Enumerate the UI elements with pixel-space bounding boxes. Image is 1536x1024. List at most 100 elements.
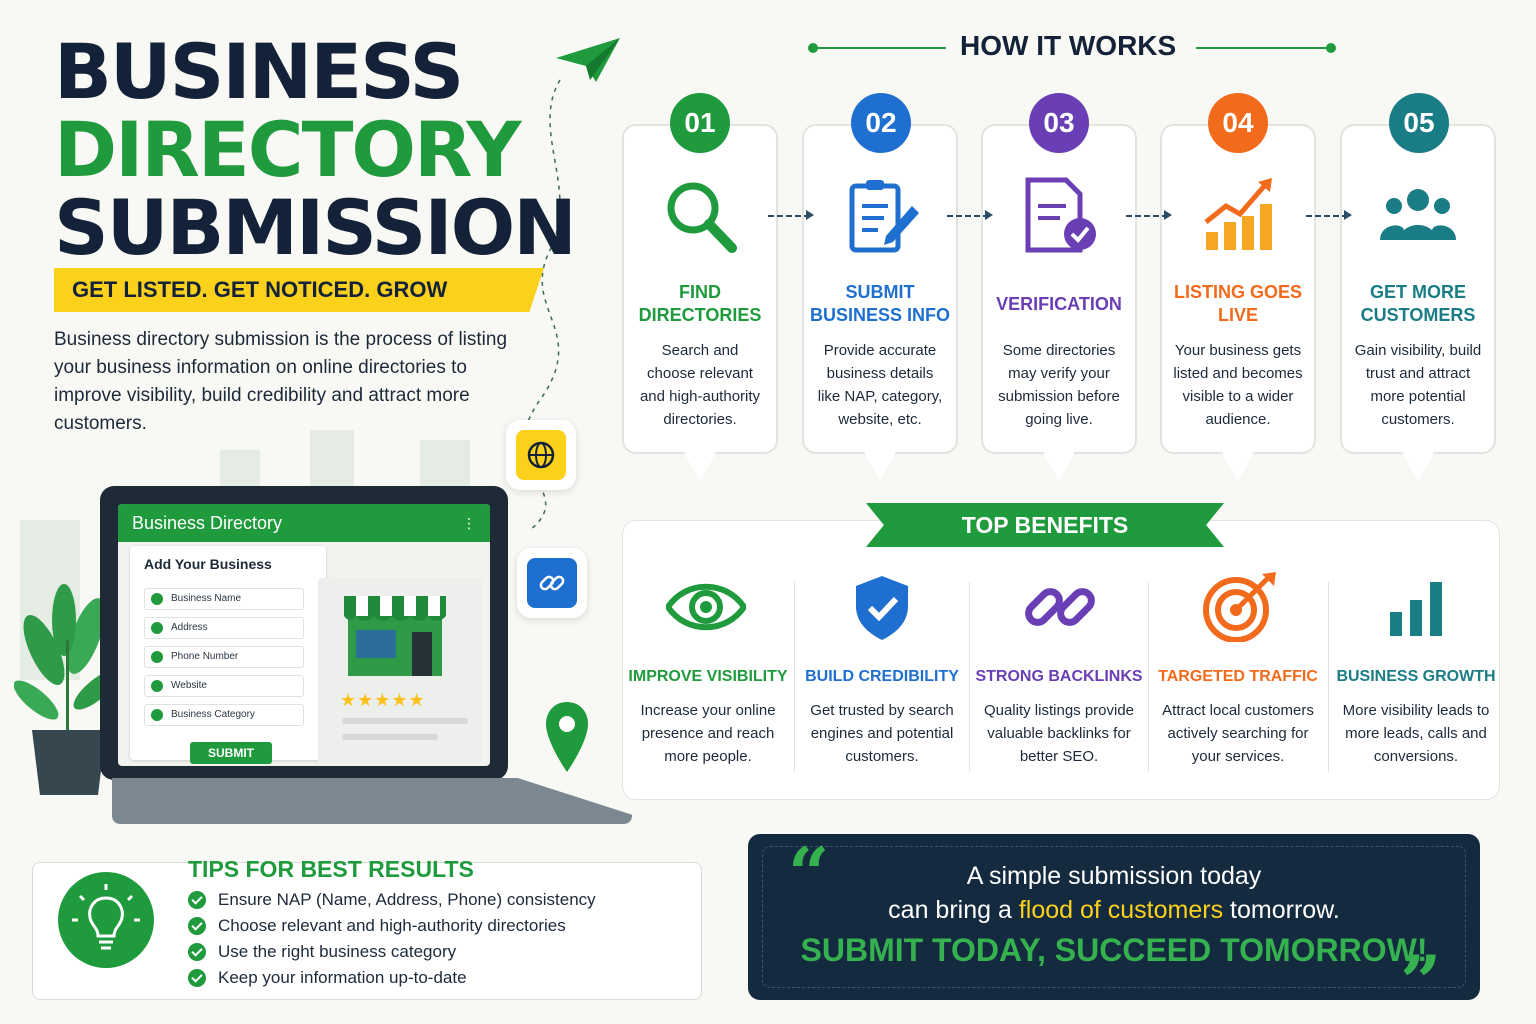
- tag-icon: [151, 709, 163, 721]
- step-number-2: 02: [851, 93, 911, 153]
- store-preview: ★★★★★: [318, 578, 482, 764]
- website-field[interactable]: Website: [144, 675, 304, 697]
- business-name-field[interactable]: Business Name: [144, 588, 304, 610]
- step-card-tail: [863, 452, 897, 480]
- benefit-desc-5: More visibility leads to more leads, cal…: [1342, 702, 1490, 765]
- title-divider: [1196, 47, 1330, 49]
- phone-icon: [151, 651, 163, 663]
- step-card-5: [1340, 124, 1496, 454]
- form-title: Add Your Business: [144, 556, 272, 572]
- link-icon: [539, 575, 565, 591]
- step-desc-2: Provide accurate business details like N…: [817, 342, 943, 428]
- benefit-title-3: STRONG BACKLINKS: [975, 668, 1143, 685]
- quote-line-2: can bring a flood of customers tomorrow.: [888, 896, 1340, 924]
- step-card-tail: [1401, 452, 1435, 480]
- step-arrow: [1126, 210, 1172, 220]
- benefit-desc-4: Attract local customers actively searchi…: [1162, 702, 1314, 765]
- close-quote-icon: ”: [1400, 939, 1442, 1024]
- tips-title: TIPS FOR BEST RESULTS: [188, 856, 474, 882]
- skyline-building: [220, 450, 260, 490]
- bar-chart-icon: [1390, 582, 1442, 636]
- intro-paragraph: Business directory submission is the pro…: [54, 329, 508, 434]
- step-number-5: 05: [1389, 93, 1449, 153]
- tip-item: Use the right business category: [188, 940, 456, 964]
- link-tile: [517, 548, 587, 618]
- placeholder-line: [342, 718, 468, 724]
- step-desc-1: Search and choose relevant and high-auth…: [639, 342, 761, 428]
- submit-button[interactable]: SUBMIT: [190, 742, 272, 764]
- paper-plane-icon: [556, 38, 620, 82]
- shield-check-icon: [856, 576, 908, 640]
- tip-item: Ensure NAP (Name, Address, Phone) consis…: [188, 888, 596, 912]
- step-number-1: 01: [670, 93, 730, 153]
- tip-item: Keep your information up-to-date: [188, 966, 467, 990]
- globe-icon: [527, 441, 555, 469]
- user-icon: [151, 593, 163, 605]
- quote-cta: SUBMIT TODAY, SUCCEED TOMORROW!: [800, 932, 1428, 968]
- address-field[interactable]: Address: [144, 617, 304, 639]
- plant-icon: [14, 584, 119, 795]
- step-number-3: 03: [1029, 93, 1089, 153]
- title-divider-dot: [1326, 43, 1336, 53]
- title-line-1: BUSINESS: [54, 27, 464, 116]
- step-card-4: [1160, 124, 1316, 454]
- benefit-title-5: BUSINESS GROWTH: [1336, 668, 1496, 685]
- target-icon: [1203, 572, 1276, 642]
- placeholder-line: [342, 734, 438, 740]
- menu-icon[interactable]: ⋮: [462, 515, 476, 531]
- storefront-icon: [344, 596, 446, 676]
- benefit-title-1: IMPROVE VISIBILITY: [628, 668, 788, 685]
- check-icon: [188, 969, 206, 987]
- magnifier-icon: [667, 182, 737, 253]
- map-pin-icon: [546, 702, 588, 772]
- benefits-panel: [622, 520, 1500, 800]
- chain-link-icon: [1025, 588, 1095, 626]
- step-arrow: [947, 210, 993, 220]
- benefits-title: TOP BENEFITS: [866, 503, 1224, 547]
- step-desc-5: Gain visibility, build trust and attract…: [1354, 342, 1482, 428]
- document-check-icon: [1025, 177, 1096, 253]
- benefit-title-4: TARGETED TRAFFIC: [1158, 668, 1318, 685]
- step-title-3: VERIFICATION: [996, 294, 1122, 314]
- benefit-desc-1: Increase your online presence and reach …: [640, 702, 776, 765]
- growth-chart-icon: [1204, 178, 1272, 250]
- quote-border: [762, 846, 1466, 988]
- step-desc-4: Your business gets listed and becomes vi…: [1173, 342, 1303, 428]
- title-divider-dot: [808, 43, 818, 53]
- phone-field[interactable]: Phone Number: [144, 646, 304, 668]
- laptop-base: [112, 778, 632, 824]
- title-line-3: SUBMISSION: [54, 183, 577, 272]
- step-desc-3: Some directories may verify your submiss…: [998, 342, 1120, 428]
- benefit-divider: [969, 582, 970, 772]
- category-field[interactable]: Business Category: [144, 704, 304, 726]
- benefit-desc-3: Quality listings provide valuable backli…: [983, 702, 1135, 765]
- tagline-banner: GET LISTED. GET NOTICED. GROW FASTER.: [54, 268, 544, 312]
- skyline-building: [420, 440, 470, 490]
- check-icon: [188, 891, 206, 909]
- rating-stars: ★★★★★: [340, 690, 426, 710]
- check-icon: [188, 917, 206, 935]
- lightbulb-icon: [58, 872, 154, 968]
- quote-panel: [748, 834, 1480, 1000]
- directory-app-title: Business Directory: [132, 513, 283, 533]
- step-card-tail: [1042, 452, 1076, 480]
- globe-tile: [506, 420, 576, 490]
- eye-icon: [666, 583, 746, 631]
- step-card-tail: [683, 452, 717, 480]
- benefit-divider: [1328, 582, 1329, 772]
- benefit-divider: [794, 582, 795, 772]
- benefit-divider: [1148, 582, 1149, 772]
- add-business-form: Add Your Business Business Name Address …: [130, 546, 326, 764]
- how-it-works-title: HOW IT WORKS: [960, 30, 1177, 61]
- quote-highlight: flood of customers: [1018, 896, 1224, 924]
- check-icon: [188, 943, 206, 961]
- quote-line-1: A simple submission today: [966, 862, 1262, 890]
- step-card-1: [622, 124, 778, 454]
- step-arrow: [1306, 210, 1352, 220]
- people-group-icon: [1380, 189, 1456, 240]
- globe-icon: [151, 680, 163, 692]
